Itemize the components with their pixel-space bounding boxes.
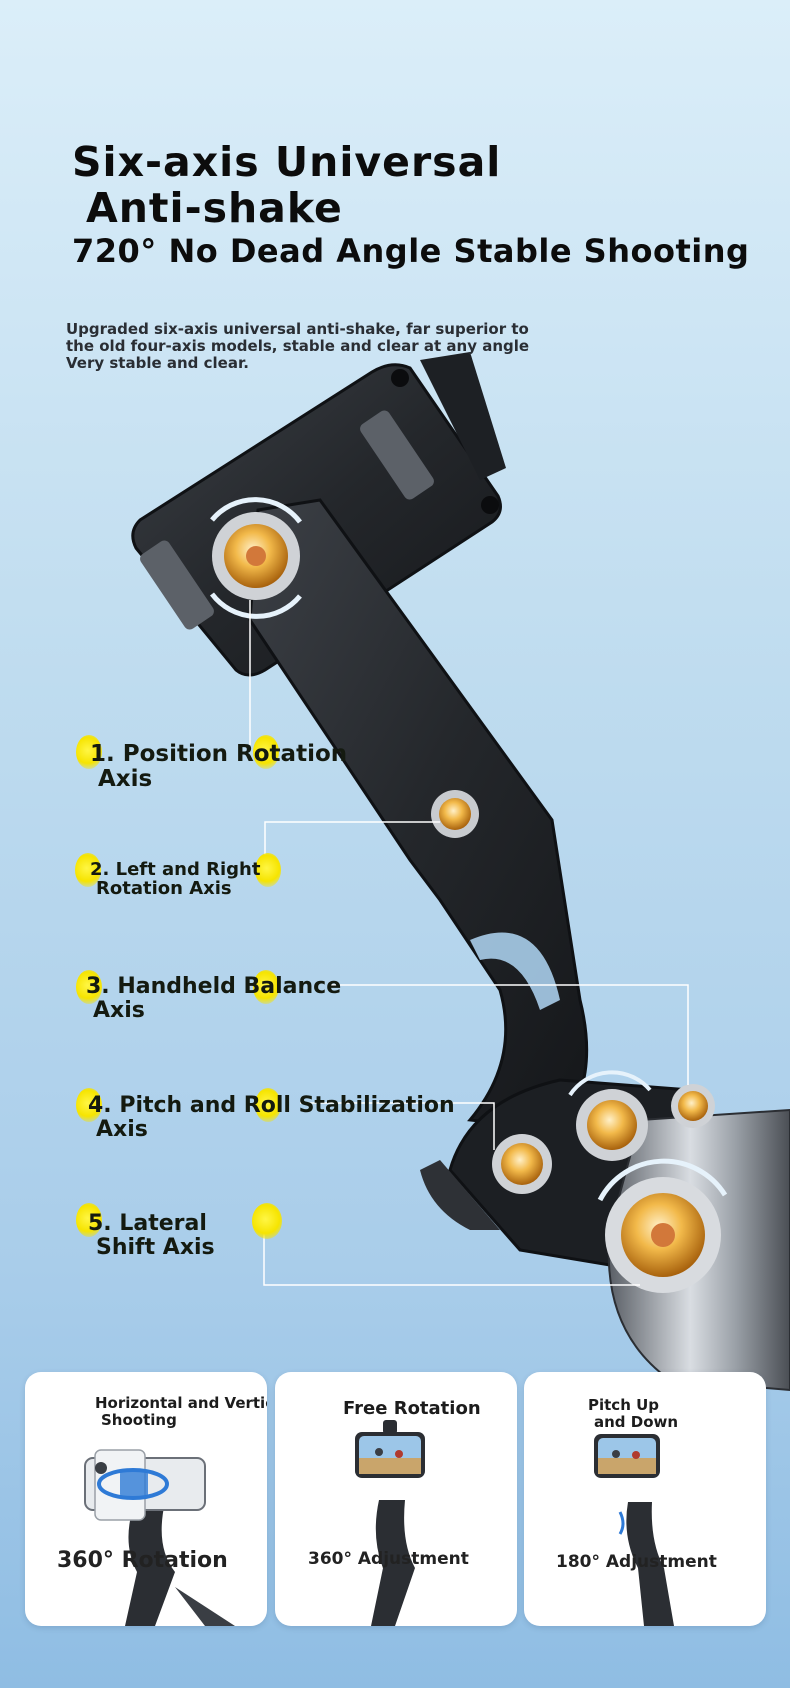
axis-1-label-line2: Axis [98,766,153,792]
description-line3: Very stable and clear. [66,354,249,372]
phone-on-gimbal-image [594,1434,674,1626]
feature-card-pitch: Pitch Up and Down 180° Adjustment [524,1372,766,1626]
axis-3-label-line2: Axis [93,998,145,1023]
highlight-dot [255,1088,281,1122]
description-line2: the old four-axis models, stable and cle… [66,337,530,355]
phone-on-gimbal-image [355,1420,425,1626]
headline-subtitle: 720° No Dead Angle Stable Shooting [72,232,750,270]
card-3-caption: 180° Adjustment [556,1552,717,1572]
card-2-caption: 360° Adjustment [308,1549,469,1569]
headline-line2: Anti-shake [86,184,343,232]
highlight-dot [76,970,102,1004]
axis-4-label-line2: Axis [96,1117,148,1142]
card-1-title-line1: Horizontal and Vertical [95,1394,267,1412]
description-line1: Upgraded six-axis universal anti-shake, … [66,320,529,338]
feature-card-horizontal-vertical: Horizontal and Vertical Shooting 360° Ro… [25,1372,267,1626]
card-2-title: Free Rotation [343,1398,481,1419]
leader-lines [249,600,689,1286]
axis-3-label-line1: 3. Handheld Balance [86,974,342,999]
highlight-dot [76,1088,102,1122]
axis-2-label-line1: 2. Left and Right [90,859,261,880]
highlight-dot [253,735,279,769]
card-3-title-line2: and Down [594,1413,679,1431]
highlight-dot [76,1203,102,1237]
card-3-title-line1: Pitch Up [588,1396,660,1414]
card-1-caption: 360° Rotation [57,1548,228,1573]
highlight-dot [75,853,101,887]
highlight-dot [253,970,279,1004]
gimbal-arm [248,498,589,1132]
axis-5-label-line1: 5. Lateral [88,1211,207,1236]
gear-motor-icon [210,497,302,619]
card-1-title-line2: Shooting [101,1411,177,1429]
highlight-dot [76,735,102,769]
axis-5-label-line2: Shift Axis [96,1235,215,1260]
highlight-dot [255,853,281,887]
axis-4-label-line1: 4. Pitch and Roll Stabilization [88,1093,455,1118]
phone-on-gimbal-image [84,1449,235,1626]
axis-1-label-line1: 1. Position Rotation [90,741,348,767]
headline-line1: Six-axis Universal [72,138,502,186]
feature-card-free-rotation: Free Rotation 360° Adjustment [275,1372,517,1626]
axis-2-label-line2: Rotation Axis [96,878,232,899]
highlight-dot [252,1203,282,1239]
